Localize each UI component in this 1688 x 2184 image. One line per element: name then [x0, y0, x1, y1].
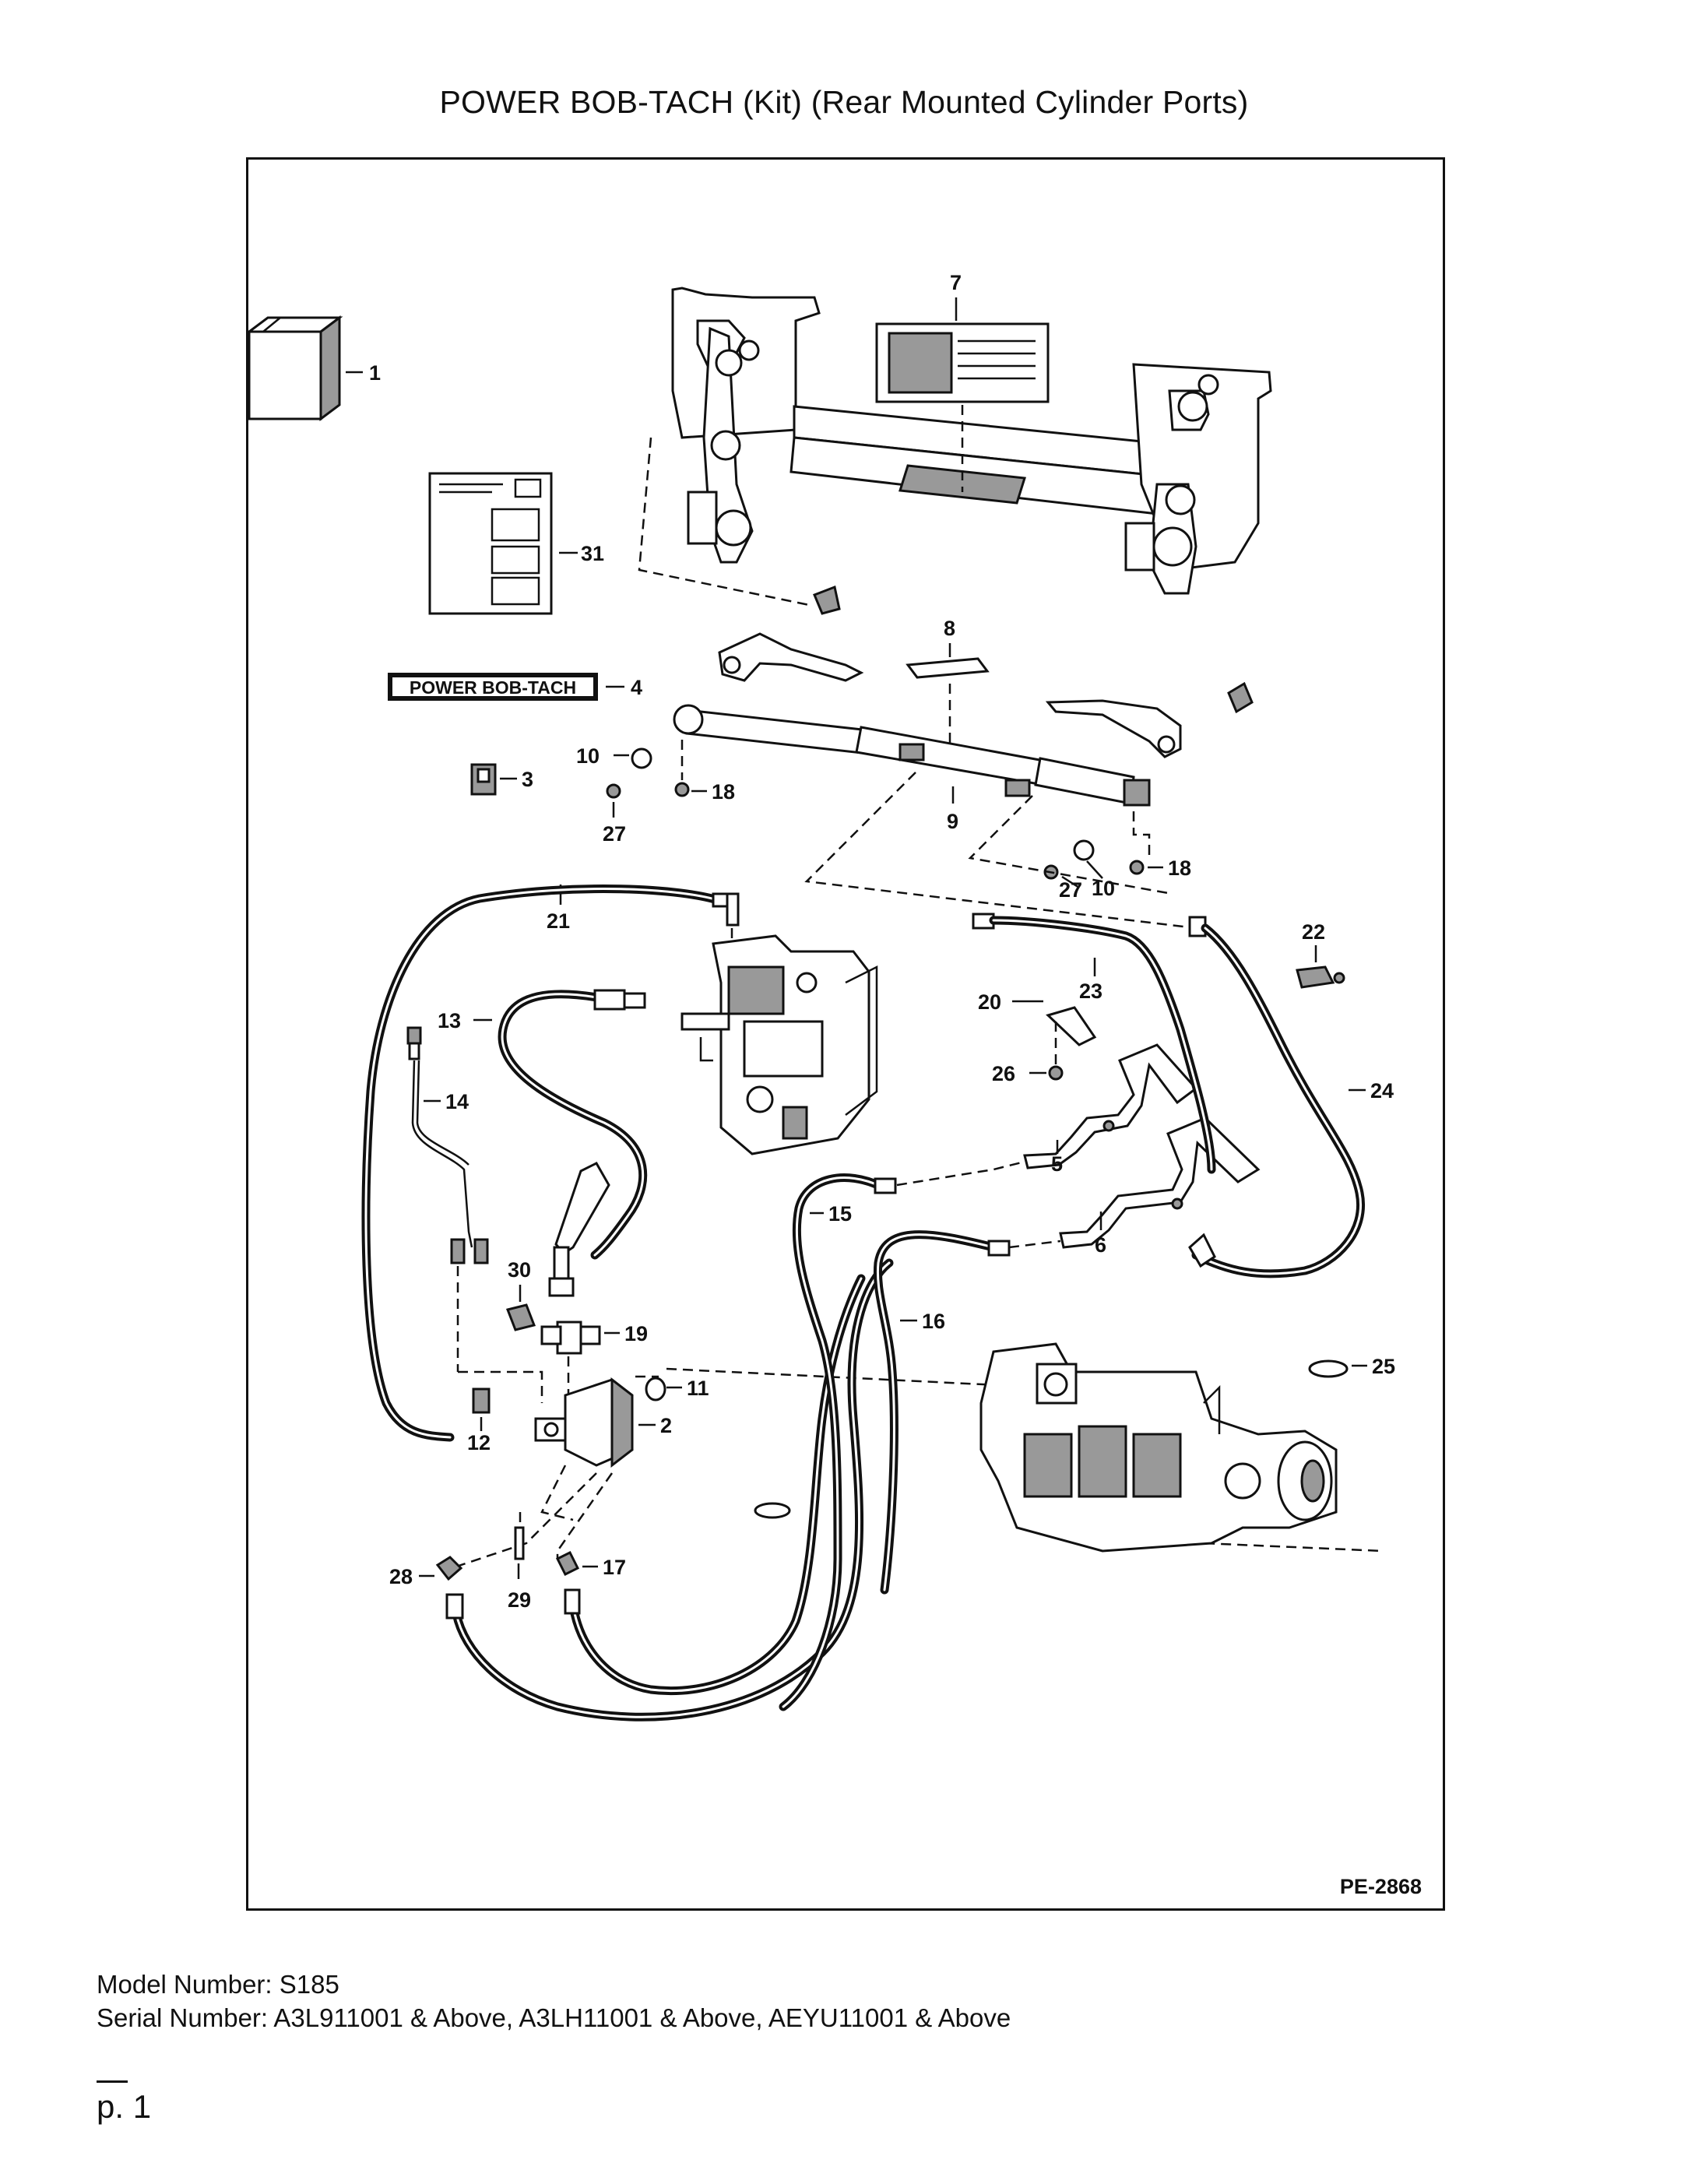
- part-21-hose: 21: [361, 885, 740, 1442]
- part-1-kit-box: 1: [246, 315, 381, 421]
- part-8-cover: 8: [906, 617, 990, 757]
- part-9-cylinder: 9: [673, 704, 1151, 833]
- hose-clamp: [754, 1502, 791, 1519]
- part-30-cap: 30: [505, 1258, 536, 1331]
- part-20-bracket: 20: [978, 990, 1097, 1068]
- part-23-hose: 23: [972, 913, 1216, 1174]
- exploded-parts-drawing: .hose { fill:none; stroke:#111; stroke-w…: [246, 157, 1445, 1911]
- serial-number: Serial Number: A3L911001 & Above, A3LH11…: [97, 2003, 1011, 2032]
- svg-text:9: 9: [947, 810, 958, 833]
- svg-text:11: 11: [687, 1377, 709, 1400]
- pin-left: [813, 585, 841, 615]
- part-4-decal: POWER BOB-TACH 4: [388, 673, 642, 701]
- svg-text:30: 30: [508, 1258, 531, 1282]
- part-27-bolt-right: 27: [1043, 864, 1082, 902]
- part-27-bolt-left: 27: [603, 783, 626, 846]
- svg-text:15: 15: [828, 1202, 852, 1226]
- svg-text:22: 22: [1302, 920, 1325, 944]
- svg-text:2: 2: [660, 1414, 672, 1437]
- part-13-hose: 13: [438, 989, 648, 1260]
- svg-text:10: 10: [576, 744, 600, 768]
- part-18-bolt-left: 18: [674, 740, 735, 804]
- part-25-clamp: 25: [1308, 1355, 1395, 1378]
- part-2-valve-block: 2: [534, 1377, 672, 1468]
- svg-text:27: 27: [603, 822, 626, 846]
- model-number: Model Number: S185: [97, 1970, 339, 1999]
- svg-text:17: 17: [603, 1556, 626, 1579]
- svg-text:16: 16: [922, 1310, 945, 1333]
- valve-assembly: [680, 934, 878, 1155]
- part-26-bolt: 26: [992, 1062, 1064, 1085]
- svg-text:31: 31: [581, 542, 604, 565]
- svg-text:12: 12: [467, 1431, 491, 1454]
- part-28-fitting: 28: [389, 1556, 463, 1588]
- svg-text:25: 25: [1372, 1355, 1395, 1378]
- svg-text:13: 13: [438, 1009, 461, 1032]
- svg-text:18: 18: [1168, 856, 1191, 880]
- lever-left: [718, 632, 864, 682]
- part-3-switch: 3: [470, 763, 533, 796]
- part-14-harness: 14: [406, 1026, 489, 1372]
- svg-text:29: 29: [508, 1588, 531, 1612]
- part-12-fitting: 12: [458, 1370, 543, 1454]
- pump-assembly: [979, 1342, 1338, 1553]
- svg-text:6: 6: [1095, 1233, 1106, 1257]
- parts-diagram: .hose { fill:none; stroke:#111; stroke-w…: [246, 157, 1445, 1911]
- svg-text:18: 18: [712, 780, 735, 804]
- part-10-washer-right: 10: [1073, 839, 1115, 900]
- svg-text:7: 7: [950, 271, 962, 294]
- svg-text:20: 20: [978, 990, 1001, 1014]
- part-5-tube: 5: [1023, 1043, 1198, 1176]
- decal-text: POWER BOB-TACH: [410, 677, 576, 698]
- page-divider: [97, 2080, 128, 2083]
- svg-text:4: 4: [631, 676, 642, 699]
- svg-text:24: 24: [1370, 1079, 1394, 1103]
- part-31-manual: 31: [428, 472, 604, 615]
- svg-text:28: 28: [389, 1565, 413, 1588]
- svg-text:8: 8: [944, 617, 955, 640]
- part-18-bolt-right: 18: [1129, 811, 1191, 880]
- svg-text:21: 21: [547, 909, 570, 933]
- svg-text:1: 1: [369, 361, 381, 385]
- svg-text:19: 19: [624, 1322, 648, 1345]
- svg-text:26: 26: [992, 1062, 1015, 1085]
- part-15-hose: 15: [779, 1160, 1025, 1711]
- tube-fitting: [548, 1162, 610, 1297]
- part-24-hose: 24: [1188, 916, 1394, 1278]
- part-22-cap: 22: [1296, 920, 1345, 989]
- part-17-fitting: 17: [555, 1550, 626, 1579]
- bobtach-frame: [671, 287, 1272, 595]
- svg-text:27: 27: [1059, 878, 1082, 902]
- svg-text:3: 3: [522, 768, 533, 791]
- lever-right: [1045, 699, 1182, 758]
- svg-text:23: 23: [1079, 979, 1102, 1003]
- part-6-tube: 6: [1059, 1117, 1261, 1257]
- diagram-code: PE-2868: [1340, 1875, 1422, 1898]
- part-10-washer-left: 10: [576, 744, 652, 769]
- label-5: 5: [1051, 1152, 1063, 1176]
- diagram-border: [246, 157, 1445, 1911]
- page-title: POWER BOB-TACH (Kit) (Rear Mounted Cylin…: [439, 84, 1249, 120]
- svg-text:14: 14: [445, 1090, 469, 1113]
- part-16-hose: 16: [873, 1230, 1061, 1595]
- page-number: p. 1: [97, 2088, 152, 2125]
- part-7-warning-decal: 7: [875, 271, 1050, 492]
- part-29-bolt: 29: [508, 1512, 531, 1612]
- part-19-tee: 19: [540, 1321, 648, 1397]
- pin-right: [1227, 681, 1254, 714]
